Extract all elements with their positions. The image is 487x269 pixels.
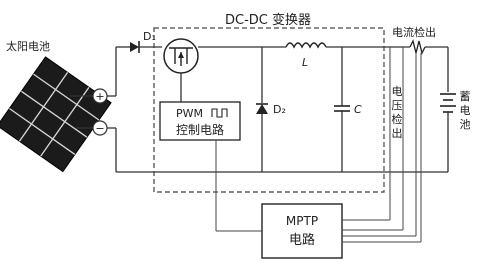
solar-label: 太阳电池	[6, 40, 50, 53]
pwm-wave-icon	[211, 108, 228, 118]
battery-char-2: 电	[460, 104, 471, 117]
mptp-label: MPTP	[286, 214, 318, 228]
pwm-label: PWM	[176, 107, 203, 120]
pwm-control-box	[159, 101, 241, 141]
inductor-l	[285, 42, 327, 49]
mptp-sub-label: 电路	[289, 232, 315, 248]
current-detect-label: 电流检出	[392, 25, 436, 39]
positive-sign: +	[95, 90, 104, 103]
voltage-char-3: 检	[392, 112, 403, 126]
c-label: C	[354, 103, 362, 116]
capacitor-c	[334, 105, 350, 112]
battery	[440, 93, 456, 113]
negative-sign: −	[95, 122, 104, 135]
dcdc-converter-box	[153, 27, 385, 193]
voltage-char-4: 出	[392, 126, 403, 140]
dcdc-title: DC-DC 变换器	[225, 12, 311, 28]
mptp-circuit-box	[261, 203, 343, 259]
solar-panel	[0, 56, 112, 173]
diode-d2	[256, 103, 268, 114]
control-circuit-label: 控制电路	[176, 122, 224, 137]
voltage-char-2: 压	[392, 99, 403, 112]
d1-label: D₁	[143, 30, 156, 43]
current-sensor	[409, 39, 426, 55]
l-label: L	[302, 56, 308, 69]
switch-transistor	[163, 38, 199, 74]
d2-label: D₂	[273, 103, 286, 116]
battery-char-1: 蓄	[460, 90, 471, 103]
voltage-char-1: 电	[392, 85, 403, 98]
diode-d1	[130, 41, 140, 53]
battery-char-3: 池	[460, 118, 471, 131]
